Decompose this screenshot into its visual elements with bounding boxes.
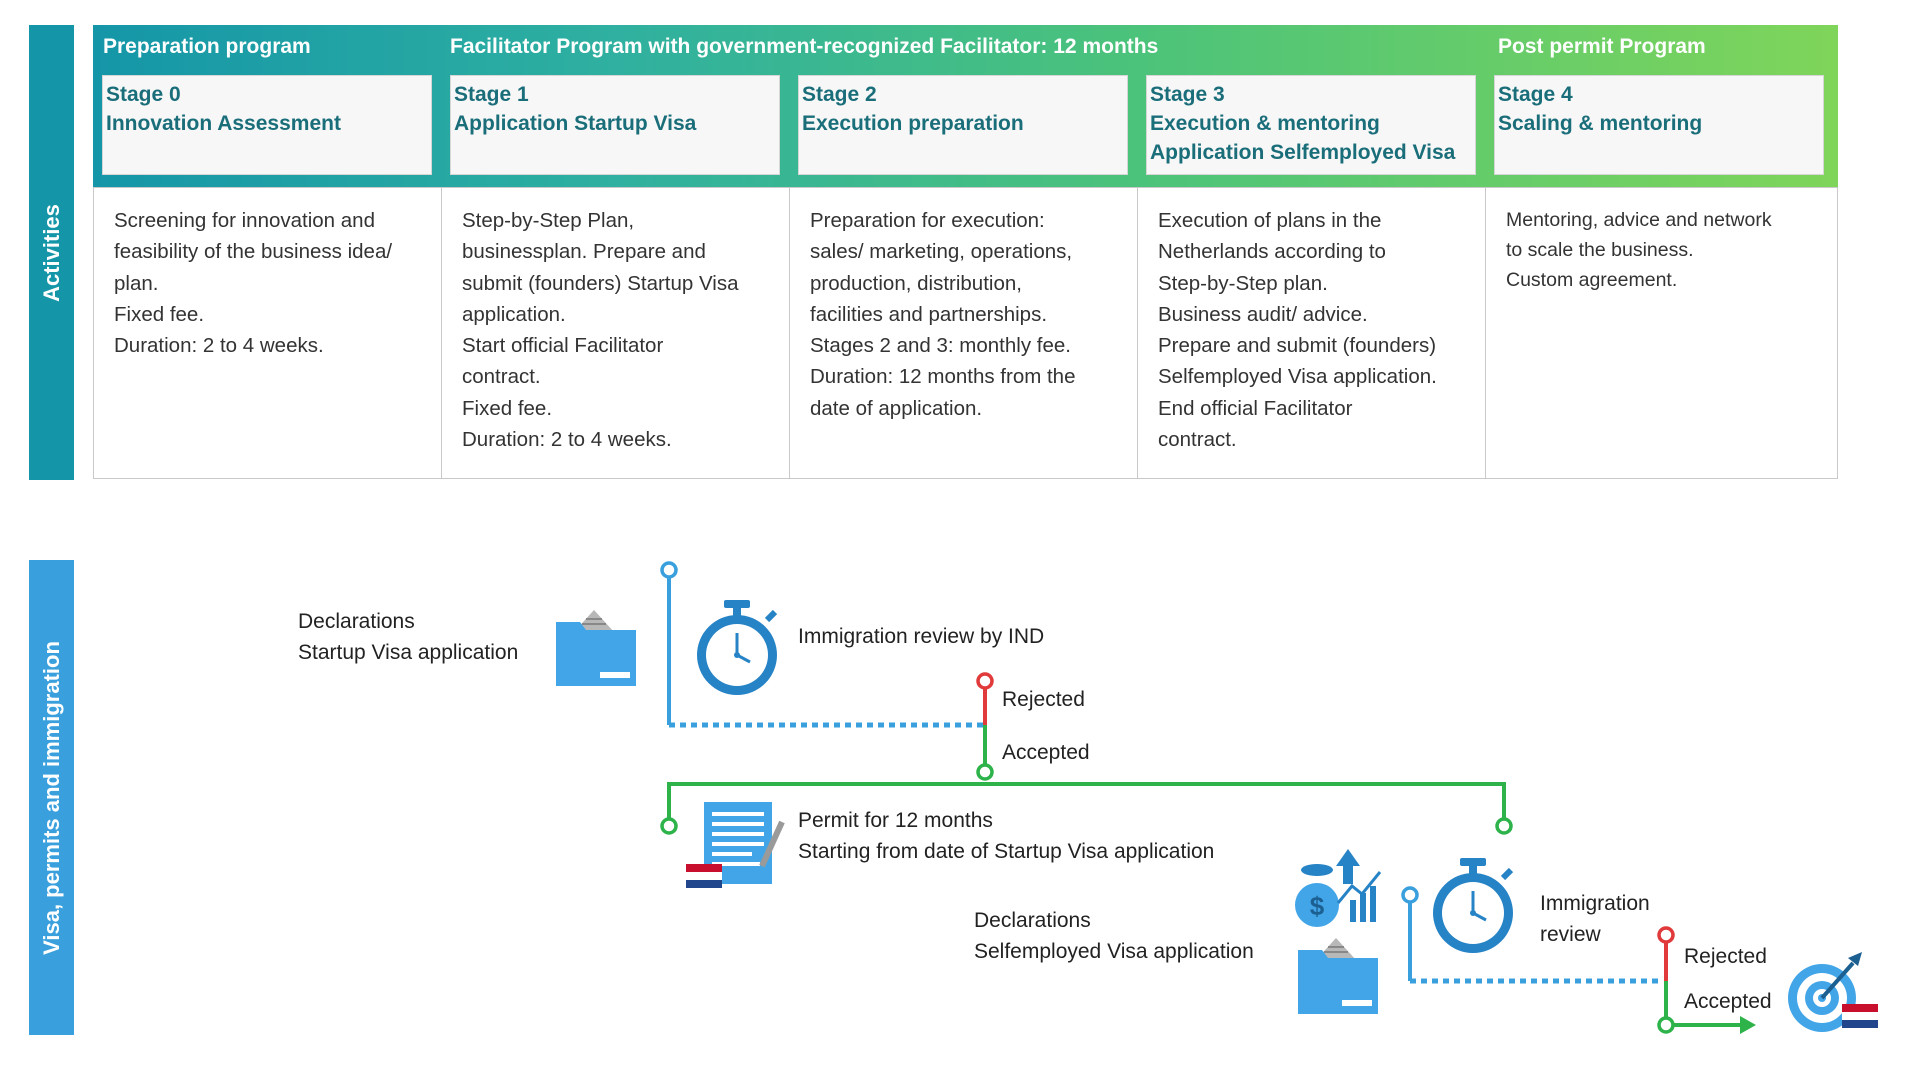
decision-branch-2 xyxy=(1657,926,1756,1034)
description-line: to scale the business. xyxy=(1506,239,1694,261)
description-line: Business audit/ advice. xyxy=(1158,302,1368,326)
stage-1-box: Stage 1 Application Startup Visa xyxy=(450,75,780,175)
stage-4-description: Mentoring, advice and network to scale t… xyxy=(1485,187,1838,479)
stage-4-title: Scaling & mentoring xyxy=(1498,112,1703,135)
description-line: production, distribution, xyxy=(810,271,1022,295)
label-line: Startup Visa application xyxy=(298,641,519,664)
description-line: Fixed fee. xyxy=(114,302,205,326)
stage-3-number: Stage 3 xyxy=(1150,83,1225,106)
money-bag-icon: $ xyxy=(1295,864,1339,927)
description-line: date of application. xyxy=(810,396,983,420)
folder-icon xyxy=(556,610,636,686)
description-line: contract. xyxy=(1158,428,1237,452)
stage-4-box: Stage 4 Scaling & mentoring xyxy=(1494,75,1824,175)
accepted-label-1: Accepted xyxy=(1002,741,1090,764)
stage-3-box: Stage 3 Execution & mentoring Applicatio… xyxy=(1146,75,1476,175)
label-line: Permit for 12 months xyxy=(798,809,993,832)
stage-4-number: Stage 4 xyxy=(1498,83,1573,106)
stage-2-number: Stage 2 xyxy=(802,83,877,106)
stage-2-description: Preparation for execution: sales/ market… xyxy=(789,187,1138,479)
review-path-2 xyxy=(1401,886,1662,984)
accepted-label-2: Accepted xyxy=(1684,990,1772,1013)
description-line: Step-by-Step plan. xyxy=(1158,271,1328,295)
program-facilitator: Facilitator Program with government-reco… xyxy=(450,35,1159,58)
label-line: Starting from date of Startup Visa appli… xyxy=(798,840,1215,863)
description-line: Step-by-Step Plan, xyxy=(462,209,635,232)
stage-3-description: Execution of plans in the Netherlands ac… xyxy=(1137,187,1486,479)
description-line: End official Facilitator xyxy=(1158,396,1353,420)
label-line: review xyxy=(1540,923,1601,946)
description-line: plan. xyxy=(114,271,159,295)
description-line: contract. xyxy=(462,365,541,389)
dutch-flag-icon xyxy=(1842,1004,1878,1028)
activities-side-label: Activities xyxy=(29,25,74,480)
stage-0-box: Stage 0 Innovation Assessment xyxy=(102,75,432,175)
stage-3-title-line-1: Execution & mentoring xyxy=(1150,112,1380,135)
description-line: Prepare and submit (founders) xyxy=(1158,334,1437,358)
description-line: businessplan. Prepare and xyxy=(462,240,706,264)
growth-chart-icon xyxy=(1336,849,1382,922)
stage-2-title: Execution preparation xyxy=(802,112,1024,135)
description-line: submit (founders) Startup Visa xyxy=(462,271,739,295)
description-line: facilities and partnerships. xyxy=(810,302,1048,326)
visa-side-label: Visa, permits and immigration xyxy=(29,560,74,1035)
stopwatch-icon xyxy=(1433,858,1514,953)
program-post-permit: Post permit Program xyxy=(1498,35,1706,58)
rejected-label-1: Rejected xyxy=(1002,688,1085,711)
label-line: Declarations xyxy=(298,610,415,633)
declarations-selfemployed-label: Declarations Selfemployed Visa applicati… xyxy=(974,905,1254,967)
stage-0-description: Screening for innovation and feasibility… xyxy=(93,187,442,479)
description-line: Fixed fee. xyxy=(462,396,553,420)
stopwatch-icon xyxy=(697,600,778,695)
stage-0-number: Stage 0 xyxy=(106,83,181,106)
decision-branch-1 xyxy=(976,672,994,781)
description-line: Mentoring, advice and network xyxy=(1506,209,1772,231)
label-line: Declarations xyxy=(974,909,1091,932)
description-line: Duration: 2 to 4 weeks. xyxy=(114,334,324,358)
target-icon xyxy=(1788,952,1862,1032)
stage-2-box: Stage 2 Execution preparation xyxy=(798,75,1128,175)
immigration-review-label: Immigration review xyxy=(1540,888,1650,950)
description-line: sales/ marketing, operations, xyxy=(810,240,1073,264)
description-line: Start official Facilitator xyxy=(462,334,664,358)
program-header-band: Preparation program Facilitator Program … xyxy=(93,25,1838,187)
stage-0-title: Innovation Assessment xyxy=(106,112,341,135)
description-line: Preparation for execution: xyxy=(810,209,1045,232)
folder-icon xyxy=(1298,938,1378,1014)
description-line: Execution of plans in the xyxy=(1158,209,1382,232)
permit-label: Permit for 12 months Starting from date … xyxy=(798,805,1214,867)
description-line: Stages 2 and 3: monthly fee. xyxy=(810,334,1071,358)
declarations-startup-label: Declarations Startup Visa application xyxy=(298,606,518,668)
dutch-flag-icon xyxy=(686,864,722,888)
description-line: Duration: 12 months from the xyxy=(810,365,1076,389)
description-line: Netherlands according to xyxy=(1158,240,1386,264)
label-line: Selfemployed Visa application xyxy=(974,940,1254,963)
description-line: Screening for innovation and xyxy=(114,209,375,232)
stage-1-title: Application Startup Visa xyxy=(454,112,697,135)
rejected-label-2: Rejected xyxy=(1684,945,1767,968)
stage-1-number: Stage 1 xyxy=(454,83,529,106)
review-path-1 xyxy=(660,561,983,728)
description-line: Selfemployed Visa application. xyxy=(1158,365,1437,389)
description-line: Custom agreement. xyxy=(1506,269,1678,291)
svg-text:$: $ xyxy=(1310,891,1325,921)
stage-1-description: Step-by-Step Plan, businessplan. Prepare… xyxy=(441,187,790,479)
ind-review-label: Immigration review by IND xyxy=(798,625,1045,648)
description-line: feasibility of the business idea/ xyxy=(114,240,393,264)
stage-3-title-line-2: Application Selfemployed Visa xyxy=(1150,141,1456,164)
label-line: Immigration xyxy=(1540,892,1650,915)
program-preparation: Preparation program xyxy=(103,35,311,58)
description-line: application. xyxy=(462,302,566,326)
description-line: Duration: 2 to 4 weeks. xyxy=(462,428,672,452)
permit-bracket xyxy=(660,782,1513,835)
